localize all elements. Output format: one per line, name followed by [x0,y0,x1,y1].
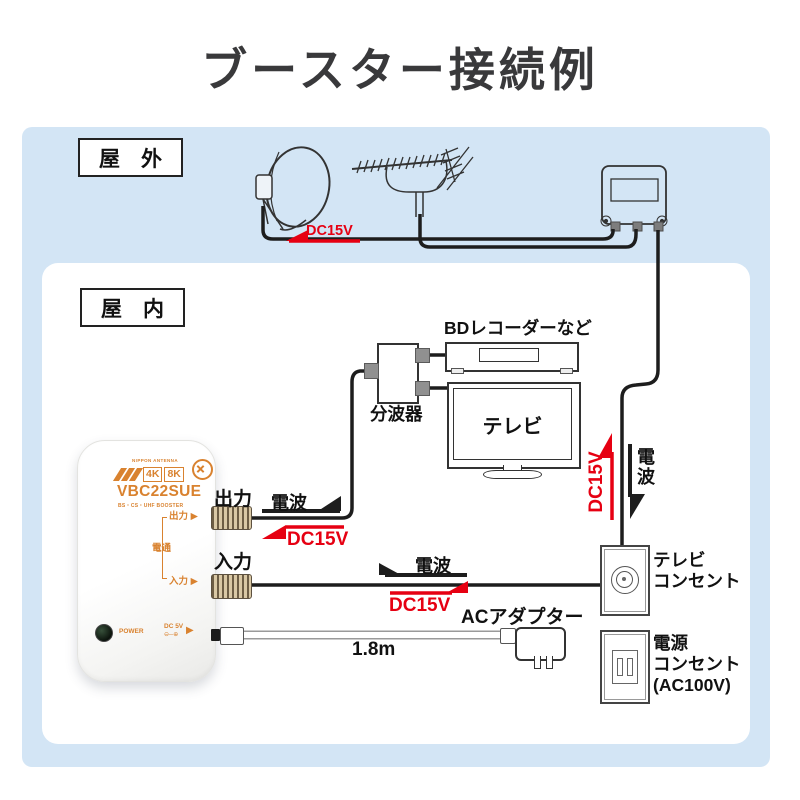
tv-outlet-label: テレビ コンセント [653,550,741,591]
booster-4k8k-logo: 4K 8K [112,467,184,482]
outdoor-zone-label-text: 屋 外 [99,147,162,171]
denpa-label-vertical: 電波 [635,447,655,487]
power-wall-outlet-inner [604,634,646,700]
panel-bracket [162,517,164,579]
ac-adapter-label: ACアダプター [461,607,584,628]
tv-stand-base [483,470,542,479]
indoor-zone-label: 屋 内 [80,288,185,327]
logo-4k-badge: 4K [143,467,163,482]
indoor-zone-label-text: 屋 内 [101,297,164,321]
splitter-out-connector [415,348,430,363]
coax-jack-icon [611,566,639,594]
logo-8k-badge: 8K [164,467,184,482]
splitter-in-connector [364,363,379,379]
power-led [95,624,113,642]
ac-socket-icon [612,650,638,684]
power-label: POWER [119,628,144,635]
tv-wall-outlet [600,545,650,616]
dc15v-label-input: DC15V [389,595,451,616]
bd-recorder-foot [560,368,573,374]
output-port-label: 出力 [214,489,253,510]
dc15v-label-vertical: DC15V [586,451,607,513]
booster-model: VBC22SUE [117,483,202,500]
dc15v-label-outdoor: DC15V [306,223,353,239]
adapter-cord-collar [500,628,516,644]
page-title: ブースター接続例 [201,44,599,96]
splitter-device [377,343,419,404]
denpa-label-input: 電波 [415,556,451,576]
output-f-connector [211,506,252,530]
dc-jack-arrow-icon: ▶ [186,625,194,636]
cord-length-label: 1.8m [352,639,396,660]
bd-recorder-foot [451,368,464,374]
dc-plug-tip [211,629,220,641]
power-wall-outlet [600,630,650,704]
input-port-label: 入力 [214,552,253,573]
ac-adapter-device [515,627,566,661]
ac-adapter-prong [546,656,553,669]
booster-brand: NIPPON ANTENNA [132,458,178,463]
bd-recorder-display [479,348,539,362]
outdoor-zone-label: 屋 外 [78,138,183,177]
panel-input-label: 入力 ▶ [169,576,198,587]
power-outlet-label: 電源 コンセント (AC100V) [653,633,741,695]
tv-wall-outlet-inner [604,549,646,612]
crossed-tools-icon [192,459,213,480]
dc-plug-body [220,627,244,645]
tv-label: テレビ [482,415,543,438]
splitter-label: 分波器 [370,404,423,424]
dc5v-label: DC 5V [164,623,184,630]
bd-recorder-label: BDレコーダーなど [444,318,592,338]
panel-bracket-arm [162,517,167,519]
booster-subtitle: BS・CS・UHF BOOSTER [118,503,184,509]
ac-adapter-prong [534,656,541,669]
panel-output-label: 出力 ▶ [169,511,198,522]
panel-bracket-arm [162,578,167,580]
input-f-connector [211,574,252,599]
dc15v-label-output: DC15V [287,529,349,550]
denpa-label-output: 電波 [271,493,307,513]
splitter-out-connector [415,381,430,396]
tv-screen: テレビ [453,388,572,460]
panel-passthrough-label: 電通 [152,543,172,554]
dc-polarity-icon: ⊖─⊕ [164,632,179,638]
